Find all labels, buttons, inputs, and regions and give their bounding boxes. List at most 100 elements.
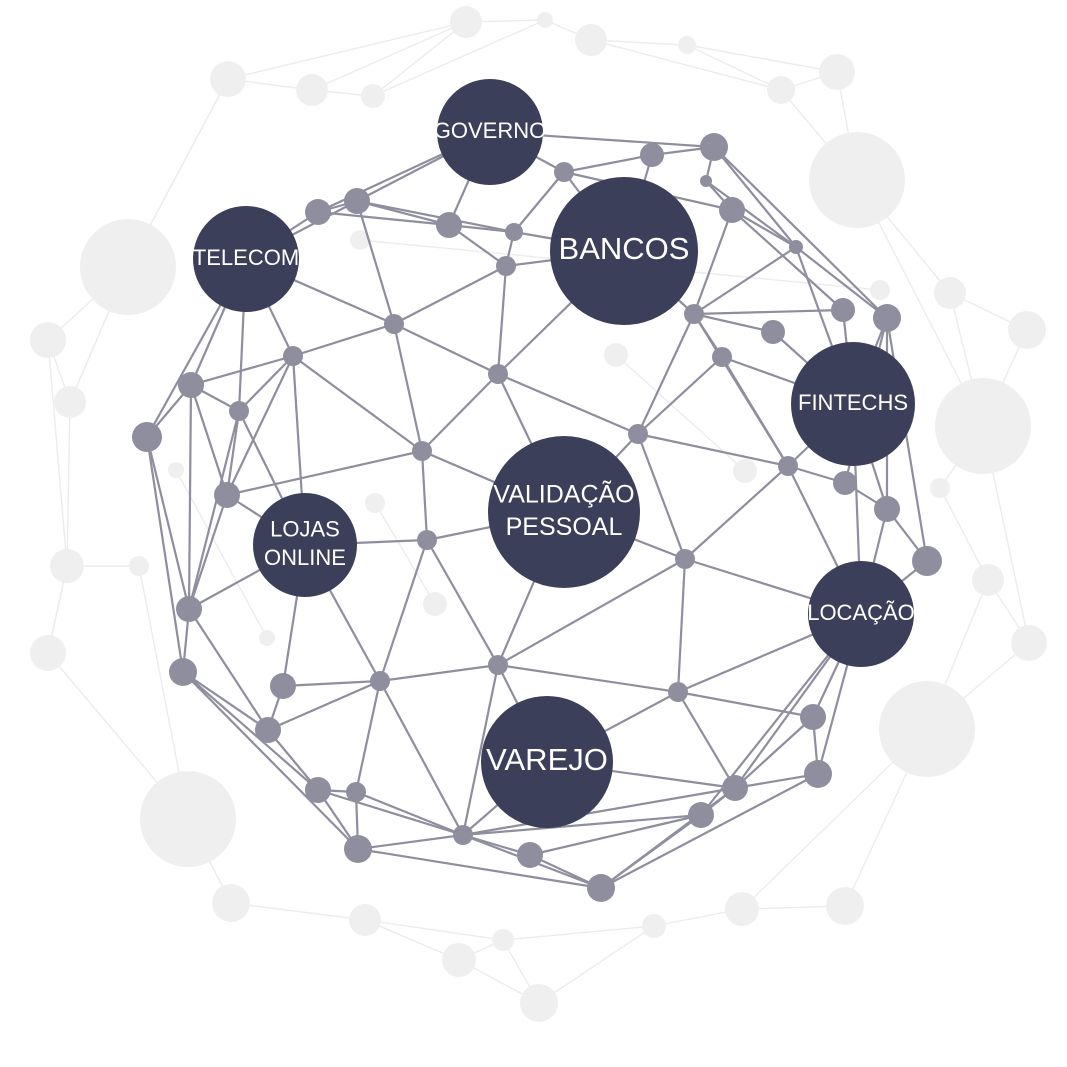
- network-edge: [420, 450, 429, 541]
- background-edge: [538, 925, 655, 1004]
- network-node: [346, 782, 366, 802]
- network-node: [384, 314, 404, 334]
- network-node: [912, 546, 942, 576]
- hub-locacao: LOCAÇÃO: [807, 561, 915, 667]
- network-node: [370, 671, 390, 691]
- hub-telecom-circle: [193, 206, 299, 312]
- network-node: [488, 364, 508, 384]
- hub-validacao-circle: [488, 436, 640, 588]
- network-node: [132, 422, 162, 452]
- hub-telecom: TELECOM: [193, 206, 299, 312]
- hub-fintechs: FINTECHS: [791, 342, 915, 466]
- network-node: [178, 372, 204, 398]
- network-edge: [357, 847, 602, 890]
- network-node: [453, 825, 473, 845]
- background-node: [972, 564, 1004, 596]
- background-node: [210, 61, 246, 97]
- network-edge: [636, 433, 687, 560]
- background-node: [934, 277, 966, 309]
- network-edge: [795, 246, 888, 319]
- network-node: [554, 162, 574, 182]
- network-node: [255, 717, 281, 743]
- network-node: [700, 175, 712, 187]
- network-edge: [462, 786, 736, 837]
- network-node: [587, 874, 615, 902]
- network-node: [719, 197, 745, 223]
- network-node: [800, 704, 826, 730]
- network-node: [688, 802, 714, 828]
- hub-lojas-circle: [253, 493, 357, 597]
- network-node: [344, 188, 370, 214]
- background-node: [50, 549, 84, 583]
- network-edge: [317, 210, 450, 227]
- background-node: [212, 884, 250, 922]
- hub-validacao-label: PESSOAL: [506, 513, 623, 541]
- network-node: [505, 223, 523, 241]
- network-node: [496, 256, 516, 276]
- background-node: [450, 6, 482, 38]
- network-node: [344, 835, 372, 863]
- background-edge: [47, 339, 68, 567]
- network-edge: [267, 679, 381, 732]
- hub-governo-circle: [437, 79, 543, 185]
- network-edge: [188, 608, 269, 731]
- background-node: [809, 132, 905, 228]
- network-node: [675, 549, 695, 569]
- background-edge: [939, 487, 989, 581]
- background-node: [140, 771, 236, 867]
- background-edge: [590, 39, 782, 91]
- network-edge: [563, 153, 653, 174]
- network-edge: [145, 436, 185, 673]
- network-node: [176, 596, 202, 622]
- background-edge: [686, 44, 838, 73]
- network-edge: [497, 372, 639, 436]
- background-edge: [230, 902, 366, 921]
- background-node: [365, 493, 385, 513]
- network-edge: [182, 671, 319, 791]
- network-node: [436, 212, 462, 238]
- network-edge: [317, 788, 464, 837]
- hub-fintechs-circle: [791, 342, 915, 466]
- background-node: [819, 54, 855, 90]
- background-edge: [364, 919, 460, 961]
- network-edge: [721, 356, 789, 467]
- network-edge: [379, 663, 499, 683]
- background-edge: [372, 21, 467, 97]
- network-node: [640, 143, 664, 167]
- background-node: [1011, 625, 1047, 661]
- network-edge: [637, 356, 723, 435]
- network-edge: [355, 200, 396, 325]
- background-nodes: [30, 6, 1047, 1022]
- network-edge: [238, 355, 294, 412]
- network-node: [668, 682, 688, 702]
- network-edge: [292, 322, 395, 358]
- background-node: [442, 943, 476, 977]
- network-edge: [513, 171, 565, 233]
- network-node: [517, 842, 543, 868]
- network-edge: [379, 680, 464, 836]
- network-edge: [292, 355, 423, 452]
- network-node: [712, 347, 732, 367]
- network-edge: [356, 199, 515, 234]
- network-node: [305, 199, 331, 225]
- network-edge: [182, 671, 359, 850]
- background-edge: [175, 469, 268, 639]
- background-node: [725, 892, 759, 926]
- background-node: [879, 681, 975, 777]
- background-edge: [502, 925, 655, 941]
- background-node: [30, 635, 66, 671]
- network-edge: [461, 664, 500, 836]
- network-edge: [692, 209, 734, 315]
- background-node: [575, 24, 607, 56]
- network-node: [417, 530, 437, 550]
- network-edge: [354, 680, 382, 793]
- background-node: [935, 378, 1031, 474]
- network-edge: [677, 690, 814, 719]
- background-node: [733, 459, 757, 483]
- hub-varejo-circle: [481, 696, 613, 828]
- network-node: [305, 777, 331, 803]
- background-node: [349, 904, 381, 936]
- network-edge: [421, 373, 499, 452]
